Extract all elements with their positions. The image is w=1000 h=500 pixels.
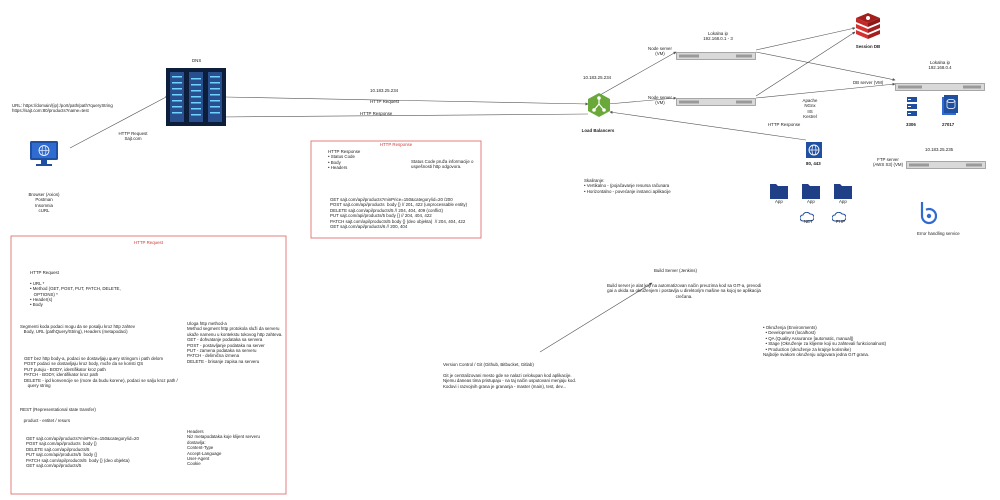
request-box-title: HTTP Request bbox=[134, 240, 163, 245]
url-example: URL: https://domain/(ip):/port/path/path… bbox=[12, 103, 113, 114]
version-control-note: Version Control / Git (Github, Bitbucket… bbox=[443, 362, 577, 389]
error-service-icon bbox=[919, 201, 939, 225]
ports-label: 80, 443 bbox=[806, 161, 821, 166]
response-box-frame bbox=[310, 140, 482, 239]
http-methods-note: Uloga http method-a Method segment http … bbox=[187, 321, 283, 364]
node-server-2-icon bbox=[676, 93, 756, 106]
headers-note: Headers Niz metapodataka koje klijent se… bbox=[187, 429, 260, 467]
php-cloud-icon bbox=[831, 209, 847, 222]
app-label-1: App bbox=[775, 199, 783, 204]
environments-note: • Okruženja (Environments) • Development… bbox=[763, 325, 887, 358]
database-icon-mysql bbox=[906, 96, 918, 118]
request-segments: Segmenti koda podaci mogu da se posalju … bbox=[20, 324, 135, 335]
load-balancer-icon bbox=[588, 93, 610, 117]
lb-ip: 10.183.25.234 bbox=[583, 75, 612, 80]
app-sub-net: NET bbox=[804, 219, 813, 224]
node-server-1-icon bbox=[676, 47, 756, 60]
node-server-vm-1-label: Node server (VM) bbox=[648, 46, 672, 57]
http-request-label: HTTP Request Sajt.com bbox=[118, 131, 148, 142]
scaling-note: Skaliranje: • Vertikalno - (pojačavanje … bbox=[584, 178, 671, 194]
local-ip-1: Lokalna ip 192.168.0.1 - 3 bbox=[703, 31, 733, 42]
response-box-title: HTTP Response bbox=[379, 142, 413, 147]
app-folder-icon-2 bbox=[801, 180, 821, 200]
app-sub-php: PHP bbox=[836, 219, 846, 224]
error-service-label: Error handling service bbox=[917, 231, 960, 236]
ftp-server-icon bbox=[906, 156, 986, 169]
dns-ip: 10.183.25.234 bbox=[370, 88, 399, 93]
web-server-list: Apache NGnx IIS Kestrel bbox=[802, 98, 818, 120]
db-server-icon bbox=[895, 78, 985, 91]
rest-note: REST (Representational state transfer) p… bbox=[20, 407, 96, 423]
app-label-3: App bbox=[839, 199, 847, 204]
database-icon-mongo bbox=[942, 95, 958, 115]
response-structure: HTTP Response • Status Code • Body • Hea… bbox=[328, 149, 361, 171]
build-server-title: Build Server (Jenkins) bbox=[654, 268, 697, 273]
wire-label-http-response: HTTP Response bbox=[360, 111, 393, 116]
http-response-right-label: HTTP Response bbox=[768, 122, 801, 127]
app-folder-icon-3 bbox=[833, 180, 853, 200]
response-examples: GET sajt.com/api/products?minPrice=150&c… bbox=[330, 197, 468, 230]
session-db-label: Session DB bbox=[855, 44, 881, 49]
rest-examples: GET sajt.com/api/products?minPrice=150&c… bbox=[26, 436, 139, 469]
redis-icon bbox=[856, 11, 880, 39]
ftp-server-label: FTP server (AWS S3) (VM) bbox=[872, 157, 904, 168]
browser-label: Browser (Axios) Postman Insomnia cURL bbox=[28, 192, 60, 214]
db-port-b: 27017 bbox=[942, 122, 955, 127]
ftp-ip: 10.183.25.235 bbox=[925, 147, 954, 152]
browser-icon bbox=[29, 140, 59, 168]
globe-server-icon bbox=[806, 142, 822, 158]
dotnet-cloud-icon bbox=[799, 209, 815, 222]
wire-label-http-request: HTTP Request bbox=[370, 99, 399, 104]
dns-server-rack-icon bbox=[166, 68, 226, 126]
build-server-text: Build server je alat koji na automatizov… bbox=[607, 283, 761, 299]
lb-label: Load Balancers bbox=[581, 128, 615, 133]
request-box-frame bbox=[10, 235, 287, 495]
db-port-a: 3306 bbox=[906, 122, 916, 127]
app-folder-icon-1 bbox=[769, 180, 789, 200]
request-structure: HTTP Request • URL * • Method (GET, POST… bbox=[30, 270, 121, 308]
db-server-label: DB server (VM) bbox=[853, 80, 884, 85]
app-label-2: App bbox=[807, 199, 815, 204]
local-ip-2: Lokalna ip 192.168.0.4 bbox=[928, 60, 952, 71]
status-code-note: Status Code pruža informacije o uspešnos… bbox=[411, 159, 474, 170]
node-server-vm-2-label: Node server (VM) bbox=[648, 95, 672, 106]
dns-label: DNS bbox=[192, 58, 202, 63]
http-verbs-note: GET bez http body-a, podaci se dostavlja… bbox=[24, 356, 178, 389]
